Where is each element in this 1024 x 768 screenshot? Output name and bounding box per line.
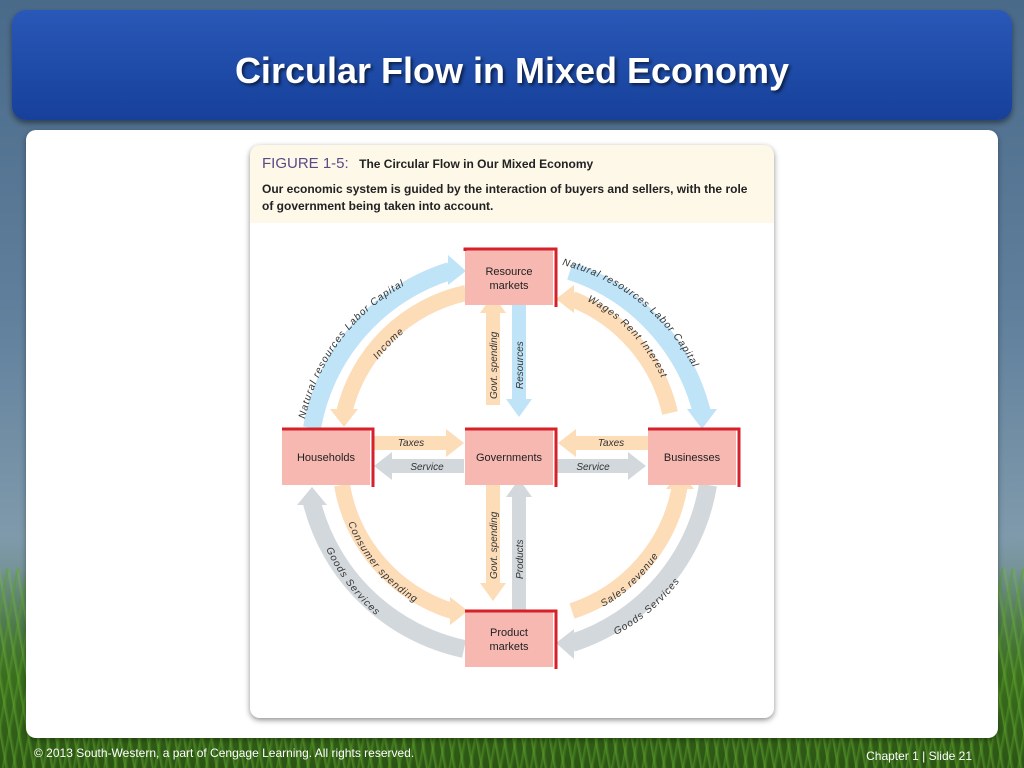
- node-households: Households: [282, 427, 375, 487]
- figure-label: FIGURE 1-5:: [262, 155, 349, 172]
- slide-title: Circular Flow in Mixed Economy: [234, 50, 790, 91]
- arc-outer-bottom-right: [569, 483, 717, 652]
- product-markets-line2: markets: [489, 641, 529, 653]
- flow-bottom-products: [512, 493, 526, 611]
- node-governments: Governments: [465, 427, 558, 487]
- label-top-resources: Resources: [515, 341, 526, 389]
- label-right-taxes: Taxes: [598, 438, 624, 449]
- arrowhead-inner-top-left: [330, 409, 358, 427]
- resource-markets-line1: Resource: [485, 266, 532, 278]
- node-businesses: Businesses: [648, 427, 741, 487]
- arrowhead-right-taxes: [558, 429, 576, 457]
- flow-left-taxes: [374, 436, 448, 450]
- label-bottom-govt-spending: Govt. spending: [489, 511, 500, 579]
- arc-inner-top-right: [568, 291, 678, 415]
- households-label: Households: [297, 452, 356, 464]
- flow-left-service: [390, 459, 464, 473]
- arrowhead-inner-top-right: [556, 285, 574, 313]
- arrowhead-right-service: [628, 452, 646, 480]
- arc-inner-top-left: [336, 285, 468, 415]
- label-left-taxes: Taxes: [398, 438, 424, 449]
- figure-description: Our economic system is guided by the int…: [262, 182, 748, 213]
- figure-caption: The Circular Flow in Our Mixed Economy: [359, 157, 594, 171]
- arrowhead-left-taxes: [446, 429, 464, 457]
- product-markets-line1: Product: [490, 627, 528, 639]
- diagram-area: Resource markets Households Governments …: [250, 223, 774, 718]
- resource-markets-line2: markets: [489, 280, 529, 292]
- flow-top-govt-spending: [486, 309, 500, 405]
- label-bottom-products: Products: [515, 540, 526, 579]
- businesses-label: Businesses: [664, 452, 721, 464]
- flow-right-service: [556, 459, 630, 473]
- arc-outer-bottom-left: [303, 500, 466, 658]
- arrowhead-outer-bottom-left: [297, 487, 327, 505]
- copyright-footer: © 2013 South-Western, a part of Cengage …: [34, 746, 415, 760]
- slide-number-footer: Chapter 1 | Slide 21: [866, 749, 972, 763]
- arc-outer-top-right: [567, 262, 711, 416]
- arrowhead-outer-bottom-right: [556, 629, 574, 659]
- arrowhead-inner-bottom-left: [450, 597, 468, 625]
- arrowhead-outer-top-right: [687, 409, 717, 429]
- flow-bottom-govt-spending: [486, 481, 500, 585]
- arrowhead-top-resources: [506, 399, 532, 417]
- governments-label: Governments: [476, 452, 543, 464]
- footer-separator: |: [922, 749, 926, 763]
- footer-chapter: Chapter 1: [866, 749, 919, 763]
- title-bar: Circular Flow in Mixed Economy: [12, 10, 1012, 120]
- arrowhead-outer-top-left: [448, 255, 466, 285]
- arrowhead-bottom-govt-spending: [480, 583, 506, 601]
- label-right-service: Service: [576, 462, 610, 473]
- arrowhead-left-service: [374, 452, 392, 480]
- flow-top-resources: [512, 305, 526, 401]
- arc-inner-bottom-right: [569, 483, 688, 619]
- node-resource-markets: Resource markets: [463, 247, 558, 307]
- figure-header: FIGURE 1-5: The Circular Flow in Our Mix…: [262, 155, 762, 173]
- node-product-markets: Product markets: [465, 609, 558, 669]
- footer-slide: Slide 21: [928, 749, 972, 763]
- circular-flow-diagram: Resource markets Households Governments …: [282, 247, 741, 669]
- label-top-govt-spending: Govt. spending: [489, 331, 500, 399]
- figure-panel: FIGURE 1-5: The Circular Flow in Our Mix…: [250, 145, 774, 718]
- label-left-service: Service: [410, 462, 444, 473]
- arc-outer-top-left: [303, 262, 453, 430]
- flow-right-taxes: [574, 436, 648, 450]
- arc-inner-bottom-left: [334, 483, 455, 619]
- arrowhead-bottom-products: [506, 479, 532, 497]
